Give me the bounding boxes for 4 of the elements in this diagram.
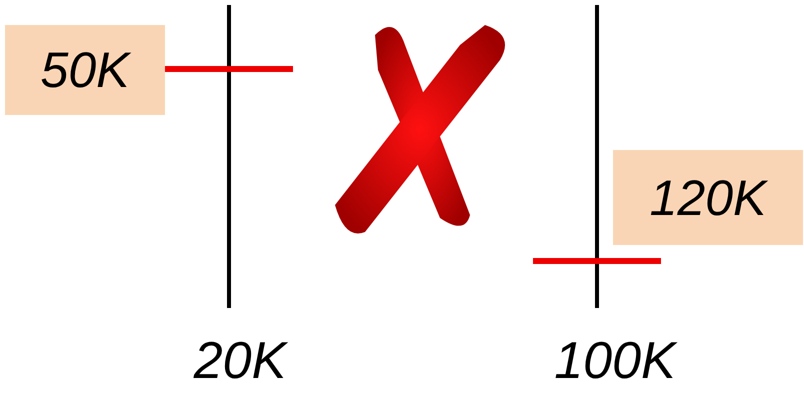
axis-value: 100K (553, 335, 678, 387)
axis-value: 20K (192, 335, 289, 387)
value-box: 50K (5, 25, 165, 115)
value-box: 120K (613, 150, 803, 245)
